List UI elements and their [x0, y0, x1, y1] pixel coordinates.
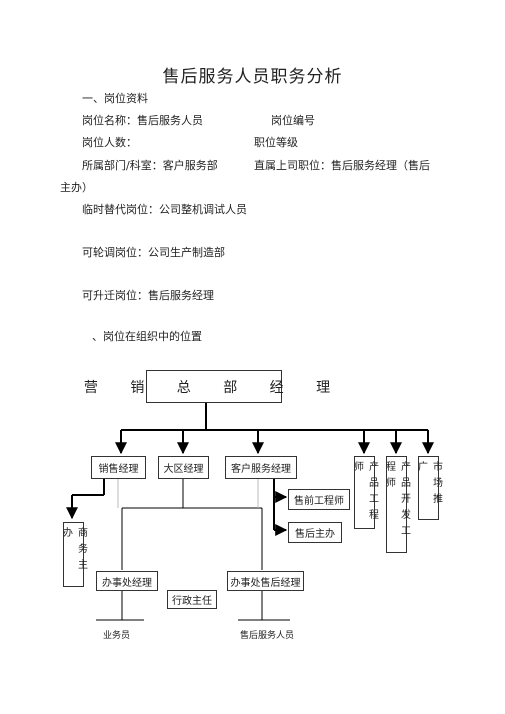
sales-rep-label: 业务员: [103, 631, 131, 641]
temporary-substitute: 临时替代岗位：公司整机调试人员: [82, 203, 247, 216]
market-promotion-box: 市场推广: [416, 456, 442, 520]
position-count: 岗位人数：: [82, 136, 137, 149]
page-title: 售后服务人员职务分析: [162, 67, 343, 87]
direct-superior: 直属上司职位：售后服务经理（售后: [254, 159, 430, 172]
marketing-director-box: 营 销 总 部 经 理: [84, 370, 330, 403]
department: 所属部门/科室：客户服务部: [82, 159, 218, 172]
promotion-position: 可升迁岗位：售后服务经理: [82, 289, 214, 302]
presales-engineer-box: 售前工程师: [288, 489, 350, 510]
office-aftersales-manager-box: 办事处售后经理: [227, 571, 304, 591]
section-heading-org-position: 、岗位在组织中的位置: [92, 330, 202, 343]
position-code: 岗位编号: [271, 114, 315, 127]
position-name: 岗位名称：售后服务人员: [82, 114, 203, 127]
product-engineer-box: 产品工程师: [352, 456, 378, 529]
rotation-position: 可轮调岗位：公司生产制造部: [82, 246, 225, 259]
position-grade: 职位等级: [254, 136, 298, 149]
region-manager-box: 大区经理: [158, 456, 209, 479]
cs-manager-box: 客户服务经理: [225, 456, 297, 479]
sales-manager-box: 销售经理: [91, 456, 146, 479]
section-heading-basic-info: 一、岗位资料: [82, 92, 148, 105]
aftersales-manager-box: 售后主办: [288, 522, 342, 543]
aftersales-staff-label: 售后服务人员: [240, 631, 295, 641]
product-dev-engineer-box: 产品开发工程师: [384, 456, 410, 553]
admin-manager-box: 行政主任: [167, 590, 217, 609]
direct-superior-continued: 主办）: [60, 181, 93, 194]
commerce-manager-box: 商务主办: [61, 522, 87, 587]
office-manager-box: 办事处经理: [96, 571, 158, 591]
